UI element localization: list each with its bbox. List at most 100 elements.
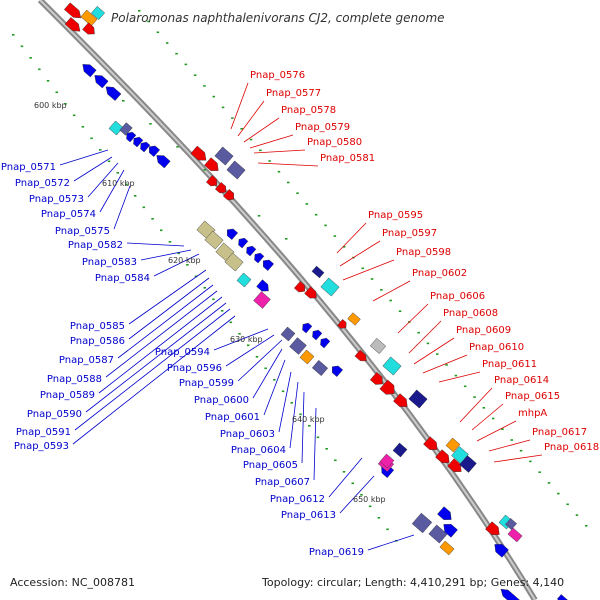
leader-line [422,354,468,374]
track-dot [81,126,85,128]
track-dot [314,213,318,216]
track-dot [377,517,381,519]
leader-line [117,284,214,359]
gene-feature [256,279,269,292]
gene-shape [204,230,224,250]
kbp-tick: 630 kbp [230,335,263,344]
gene-shape [447,458,462,472]
gene-label-right-pnap-0608: Pnap_0608 [443,308,498,319]
gene-label-right-pnap-0606: Pnap_0606 [430,291,485,302]
track-dot [142,206,146,209]
track-dot [38,68,41,71]
gene-shape [214,146,234,166]
gene-label-right-pnap-0576: Pnap_0576 [250,70,305,81]
gene-feature [299,349,315,365]
track-dot [296,192,299,194]
track-dot [255,356,259,358]
gene-shape [445,437,461,453]
gene-feature [393,393,408,407]
gene-shape [312,329,323,341]
track-dot [585,525,588,527]
leader-line [140,249,192,261]
leader-line [128,269,207,325]
gene-shape [369,372,383,385]
track-dot [305,203,309,205]
gene-label-left-pnap-0593: Pnap_0593 [14,441,69,452]
track-dot [426,342,430,345]
gene-shape [222,189,234,201]
track-dot [116,172,119,174]
track-dot [473,396,476,398]
gene-feature [246,245,257,257]
track-dot [160,229,163,232]
gene-label-left-pnap-0582: Pnap_0582 [68,240,123,251]
track-dot [238,333,241,335]
leader-line [237,339,283,382]
leader-line [128,277,210,340]
gene-shape [311,265,325,279]
gene-feature [447,458,462,472]
gene-shape [320,337,331,349]
gene-feature [236,272,252,288]
gene-feature [332,365,344,377]
gene-feature [379,379,395,395]
gene-feature [64,17,81,32]
kbp-tick: 610 kbp [102,179,135,188]
gene-shape [126,131,137,143]
gene-label-left-pnap-0596: Pnap_0596 [167,363,222,374]
leader-line [113,185,131,230]
gene-feature [435,449,450,463]
leader-line [278,371,292,433]
gene-label-left-pnap-0589: Pnap_0589 [40,390,95,401]
gene-shape [556,594,570,600]
track-dot [325,448,328,450]
gene-feature [105,86,122,101]
gene-label-right-pnap-0611: Pnap_0611 [482,359,537,370]
feature-track [63,2,570,600]
leader-line [301,391,305,464]
label-leader-lines [59,82,543,551]
track-dot [342,471,346,473]
leader-line [471,403,504,431]
gene-label-right-pnap-0578: Pnap_0578 [281,105,336,116]
track-dot [316,436,320,439]
track-dot [308,425,311,427]
gene-feature [204,230,224,250]
gene-shape [82,22,95,35]
track-dot [285,238,288,240]
gene-label-left-pnap-0584: Pnap_0584 [95,273,150,284]
gene-label-left-pnap-0605: Pnap_0605 [243,460,298,471]
gene-label-left-pnap-0574: Pnap_0574 [41,209,96,220]
gene-shape [224,252,244,272]
track-dot [386,528,389,531]
track-dot [417,331,420,334]
track-dot [259,149,262,152]
track-dot [240,128,243,130]
leader-line [99,169,125,213]
leader-line [342,259,395,281]
gene-shape [435,449,450,463]
gene-label-right-pnap-0579: Pnap_0579 [295,122,350,133]
gene-feature [439,540,455,556]
track-dot [281,390,285,393]
gene-shape [485,521,500,535]
tick-dots [12,10,588,542]
gene-label-right-pnap-0617: Pnap_0617 [532,427,587,438]
gene-shape [63,2,82,19]
gene-label-right-pnap-0598: Pnap_0598 [396,247,451,258]
gene-feature [459,455,477,473]
gene-feature [392,442,408,458]
gene-shape [214,182,226,194]
track-dot [398,310,402,312]
leader-line [59,149,109,166]
track-dot [212,298,215,301]
track-dot [273,379,276,381]
gene-shape [190,145,207,161]
gene-feature [437,506,452,520]
gene-feature [149,145,161,157]
track-dot [575,514,579,516]
track-dot [529,460,532,463]
gene-shape [379,453,395,469]
gene-shape [108,120,124,136]
